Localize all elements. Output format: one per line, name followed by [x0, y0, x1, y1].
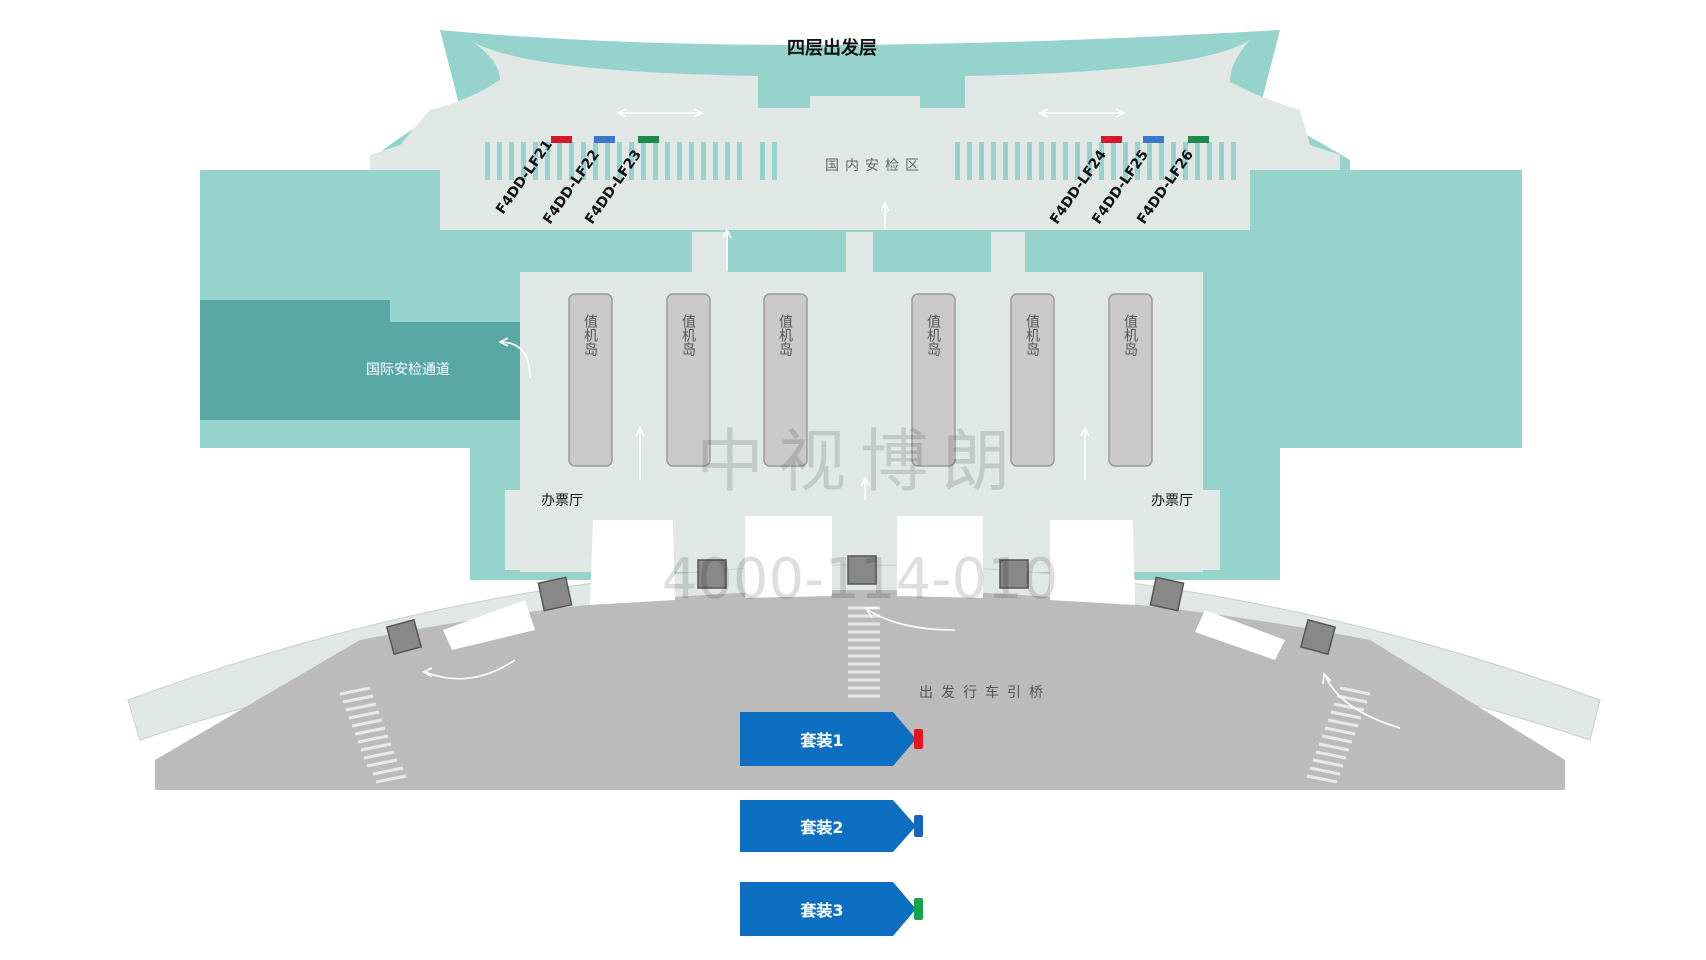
- checkin-islands: [568, 293, 1153, 467]
- package-3[interactable]: 套装3: [740, 882, 923, 936]
- package-1[interactable]: 套装1: [740, 712, 923, 766]
- checkin-island-label: 值机岛: [925, 314, 941, 356]
- checkin-island-4: [911, 293, 956, 467]
- checkin-island-label: 值机岛: [582, 314, 598, 356]
- domestic-security-label: 国内安检区: [825, 158, 925, 174]
- package-3-label: 套装3: [799, 901, 843, 920]
- ad-flag-lf24: [1101, 136, 1122, 143]
- page-title: 四层出发层: [787, 37, 877, 59]
- island-labels: 值机岛 值机岛 值机岛 值机岛 值机岛 值机岛: [582, 314, 1138, 356]
- package-2-label: 套装2: [799, 818, 843, 837]
- package-2-swatch: [914, 815, 923, 837]
- checkin-island-label: 值机岛: [680, 314, 696, 356]
- teal-band: [728, 232, 846, 272]
- checkin-island-2: [666, 293, 711, 467]
- checkin-island-label: 值机岛: [1024, 314, 1040, 356]
- watermark-name: 中视博朗: [696, 423, 1024, 502]
- checkin-island-6: [1108, 293, 1153, 467]
- upper-hall: [370, 40, 1340, 230]
- checkin-island-label: 值机岛: [1122, 314, 1138, 356]
- checkin-island-5: [1010, 293, 1055, 467]
- ticket-hall-left-label: 办票厅: [541, 493, 583, 509]
- checkin-island-3: [763, 293, 808, 467]
- teal-band: [873, 232, 991, 272]
- watermark-phone: 4000-114-010: [662, 547, 1059, 612]
- package-1-label: 套装1: [799, 731, 843, 750]
- teal-band: [520, 232, 692, 272]
- package-1-swatch: [914, 729, 923, 749]
- kiosks: [385, 555, 1337, 656]
- checkin-island-label: 值机岛: [777, 314, 793, 356]
- flow-arrows: [422, 108, 1401, 729]
- teal-band: [1025, 232, 1203, 272]
- package-legend: 套装1 套装2 套装3: [740, 712, 923, 936]
- ad-flag-lf25: [1143, 136, 1164, 143]
- international-security-block: [200, 300, 520, 420]
- ad-spot-flags: [551, 136, 1209, 143]
- entrance-openings: [443, 516, 1285, 660]
- ad-flag-lf21: [551, 136, 572, 143]
- crosswalks: [339, 606, 1371, 784]
- package-3-swatch: [914, 898, 923, 920]
- ticket-hall-right-label: 办票厅: [1151, 493, 1193, 509]
- international-security-label: 国际安检通道: [366, 362, 450, 378]
- ad-flag-lf26: [1188, 136, 1209, 143]
- checkin-island-1: [568, 293, 613, 467]
- ad-flag-lf22: [594, 136, 615, 143]
- security-lanes: [485, 142, 1236, 180]
- ad-flag-lf23: [638, 136, 659, 143]
- departure-bridge-label: 出发行车引桥: [919, 684, 1051, 701]
- package-2[interactable]: 套装2: [740, 800, 923, 852]
